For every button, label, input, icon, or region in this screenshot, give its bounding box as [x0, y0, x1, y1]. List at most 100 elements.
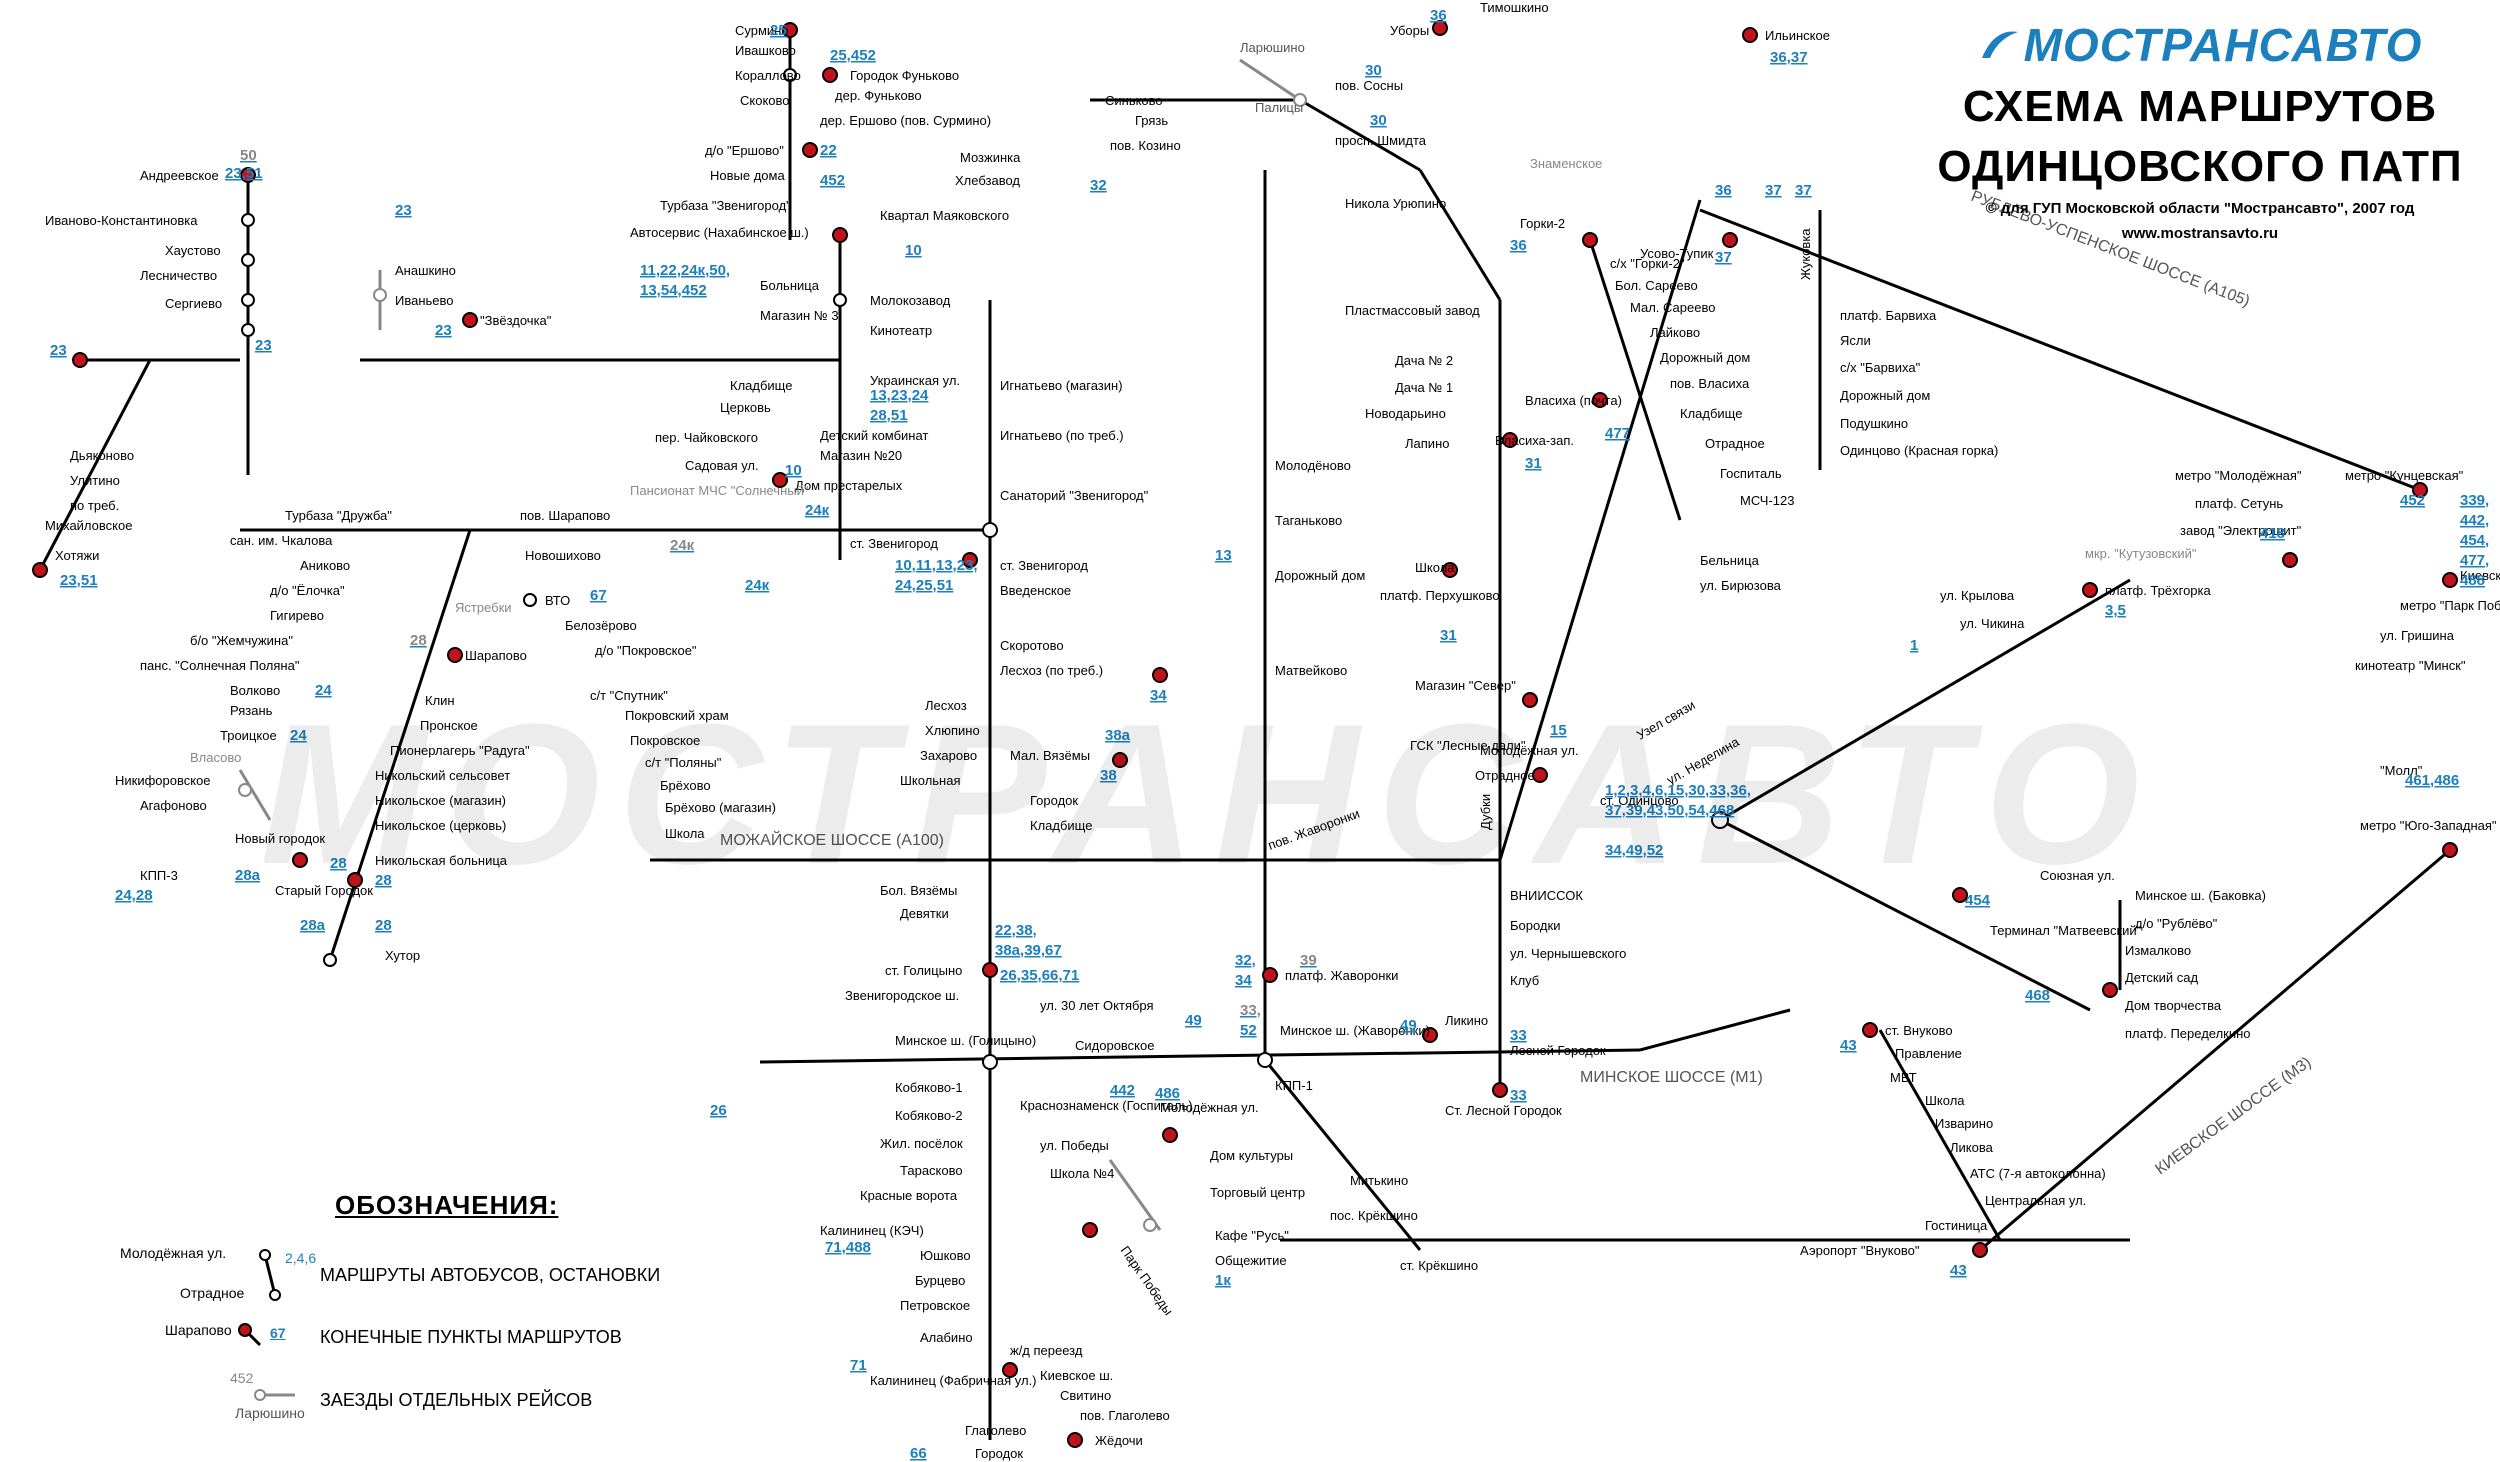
stop-metro-yugo-zapadnaya[interactable]	[2442, 842, 2458, 858]
label-yastrebki: Ястребки	[455, 600, 512, 615]
legend-terminal-name: Шарапово	[165, 1322, 232, 1338]
stop-aeroport-vnukovo[interactable]	[1972, 1242, 1988, 1258]
stop-platf-trekhgorka[interactable]	[2082, 582, 2098, 598]
stop-anashkino[interactable]	[373, 288, 387, 302]
route-label-38a: 38a	[1105, 727, 1131, 744]
stop-khaustovo[interactable]	[241, 253, 255, 267]
stop-lesnoy-gorodok[interactable]	[1492, 1082, 1508, 1098]
label-st-zvenigorod-2: ст. Звенигород	[1000, 558, 1088, 573]
route-label-36-37: 36,37	[1770, 49, 1808, 66]
label-nikolskaya-bolnitsa: Никольская больница	[375, 853, 508, 868]
legend-terminal-sample	[238, 1323, 252, 1337]
stop-sharapovo[interactable]	[447, 647, 463, 663]
legend-terminal-route: 67	[270, 1325, 286, 1341]
label-yasli: Ясли	[1840, 333, 1871, 348]
route-label-33: 33,	[1240, 1002, 1261, 1019]
label-kievsky-vokzal: Киевский вокзал	[2460, 568, 2500, 583]
stop-gorki-2[interactable]	[1582, 232, 1598, 248]
stop-avtoservis[interactable]	[832, 227, 848, 243]
legend-routes-text: МАРШРУТЫ АВТОБУСОВ, ОСТАНОВКИ	[320, 1265, 661, 1285]
stop-vlasikha-pochta[interactable]	[1592, 392, 1608, 408]
label-st-vnukovo: ст. Внуково	[1885, 1023, 1953, 1038]
stop-odintsovo-natasha[interactable]	[1952, 887, 1968, 903]
stop-khutor[interactable]	[323, 953, 337, 967]
vlasovo-trip	[238, 769, 272, 821]
label-svitino: Свитино	[1060, 1388, 1111, 1403]
stop-st-golitsyno[interactable]	[982, 962, 998, 978]
label-ivanovo-konstantinovka: Иваново-Константиновка	[45, 213, 198, 228]
label-bolnitsa-2: Бельница	[1700, 553, 1760, 568]
stop-otradnoe[interactable]	[1532, 767, 1548, 783]
label-laykovo: Лайково	[1650, 325, 1700, 340]
stop-kievsky-vokzal[interactable]	[2442, 572, 2458, 588]
stop-vlasikha-zap[interactable]	[1502, 432, 1518, 448]
stop-metro-molodezhnaya[interactable]	[2282, 552, 2298, 568]
label-leskhoz: Лесхоз	[925, 698, 967, 713]
stop-surmino[interactable]	[782, 22, 798, 38]
stop-vto[interactable]	[523, 593, 537, 607]
route-label-71: 71	[850, 1357, 867, 1374]
stop-platf-zhavoronki[interactable]	[1262, 967, 1278, 983]
label-san-chkalova: сан. им. Чкалова	[230, 533, 333, 548]
label-pronskoe: Пронское	[420, 718, 478, 733]
stop-magazin-sever[interactable]	[1522, 692, 1538, 708]
stop-ubory[interactable]	[1432, 20, 1448, 36]
stop-sanatoriy-zvenigorod[interactable]	[982, 522, 998, 538]
stop-lesnichestvo[interactable]	[241, 293, 255, 307]
stop-ershovo-do[interactable]	[802, 142, 818, 158]
stop-peredelkino[interactable]	[2102, 982, 2118, 998]
label-pov-sharapovo: пов. Шарапово	[520, 508, 610, 523]
stop-palitsy[interactable]	[1293, 93, 1307, 107]
label-sx-barvikha: с/х "Барвиха"	[1840, 360, 1921, 375]
stop-zvezdochka[interactable]	[462, 312, 478, 328]
stop-novy-gorodok[interactable]	[292, 852, 308, 868]
label-pansionat-mchs: Пансионат МЧС "Солнечный"	[630, 483, 809, 498]
label-pravlenie: Правление	[1895, 1046, 1962, 1061]
stop-ivanovo[interactable]	[241, 213, 255, 227]
stop-sidorovskoe-trip[interactable]	[1143, 1218, 1157, 1232]
stop-st-odintsovo[interactable]	[1711, 811, 1729, 829]
label-ubory: Уборы	[1390, 23, 1429, 38]
stop-kalininets-fabrichnaya[interactable]	[1002, 1362, 1018, 1378]
stop-mal-vyazemy[interactable]	[1112, 752, 1128, 768]
stop-st-zvenigorod[interactable]	[962, 552, 978, 568]
stop-st-vnukovo[interactable]	[1862, 1022, 1878, 1038]
stop-krasnoznamensk[interactable]	[1162, 1127, 1178, 1143]
stop-kalininets-kech[interactable]	[1082, 1222, 1098, 1238]
stop-khotyazhi[interactable]	[32, 562, 48, 578]
label-surmino: Сурмино	[735, 23, 789, 38]
legend-route-line-sample	[263, 1254, 277, 1296]
stop-korallovo[interactable]	[783, 68, 797, 82]
stop-andreevskoe[interactable]	[240, 167, 256, 183]
route-label-15: 15	[1550, 722, 1567, 739]
route-label-33-b: 33	[1510, 1027, 1527, 1044]
route-label-28-d: 28	[375, 872, 392, 889]
stop-gorodok-funkovo[interactable]	[822, 67, 838, 83]
stop-dom-prestarelykh[interactable]	[772, 472, 788, 488]
label-kalininets-kech: Калининец (КЭЧ)	[820, 1223, 924, 1238]
stop-molokozavod[interactable]	[833, 293, 847, 307]
route-label-odintsovo-1: 1,2,3,4,6,15,30,33,36,	[1605, 782, 1751, 799]
stop-likino[interactable]	[1422, 1027, 1438, 1043]
stop-stary-gorodok[interactable]	[347, 872, 363, 888]
stop-usovo-tupik[interactable]	[1722, 232, 1738, 248]
label-soyuznaya: Союзная ул.	[2040, 868, 2115, 883]
stop-ilinskoe[interactable]	[1742, 27, 1758, 43]
legend-heading: ОБОЗНАЧЕНИЯ:	[335, 1190, 559, 1220]
stop-platf-perkhushkovo[interactable]	[1442, 562, 1458, 578]
stop-nazarevo[interactable]	[1152, 667, 1168, 683]
stop-minskoe-zhavoronki[interactable]	[1257, 1052, 1273, 1068]
stop-metro-kuntsevskaya[interactable]	[2412, 482, 2428, 498]
stop-minskoe-golitsyno[interactable]	[982, 1054, 998, 1070]
label-vlasikha-pochta: Власиха (почта)	[1525, 393, 1622, 408]
label-sergievo: Сергиево	[165, 296, 222, 311]
stop-zhedochi[interactable]	[1067, 1432, 1083, 1448]
stop-kolyubakino[interactable]	[72, 352, 88, 368]
route-label-50: 50	[240, 147, 257, 164]
stop-vlasovo[interactable]	[238, 783, 252, 797]
route-label-32-b: 32	[1090, 177, 1107, 194]
label-dom-prestarelykh: Дом престарелых	[795, 478, 903, 493]
label-vlasikha-zap: Власиха-зап.	[1495, 433, 1574, 448]
stop-sergievo[interactable]	[241, 323, 255, 337]
label-gorodok-funkovo: Городок Фуньково	[850, 68, 959, 83]
